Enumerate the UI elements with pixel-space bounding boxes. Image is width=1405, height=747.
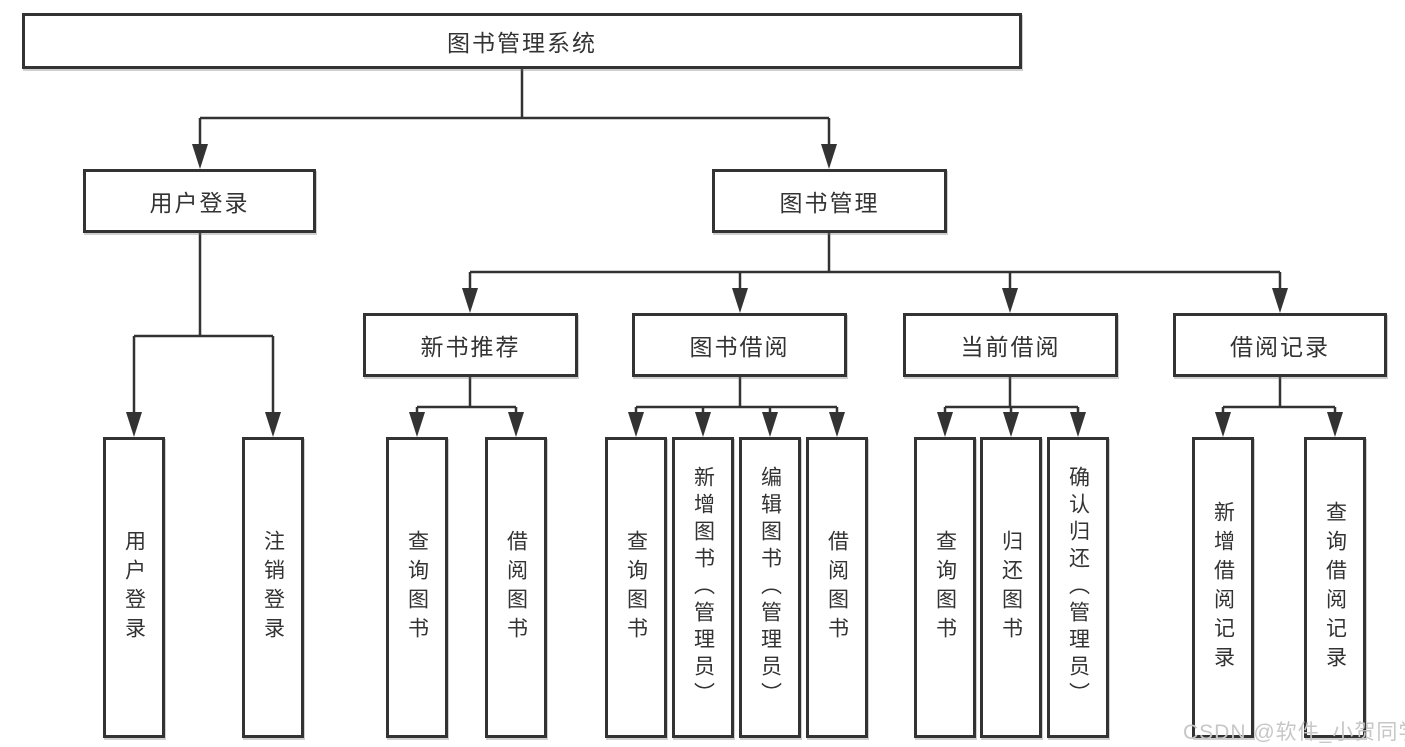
leaf-query-borrow-record: 查询借阅记录: [1304, 437, 1366, 738]
leaf-add-books-admin: 新增图书（管理员）: [672, 437, 734, 738]
leaf-logout: 注销登录: [242, 437, 304, 738]
leaf-add-borrow-record: 新增借阅记录: [1192, 437, 1254, 738]
leaf-query-books-current: 查询图书: [914, 437, 976, 738]
leaf-user-login: 用户登录: [103, 437, 165, 738]
leaf-return-books: 归还图书: [980, 437, 1042, 738]
leaf-query-books-borrowing: 查询图书: [605, 437, 667, 738]
node-root-system: 图书管理系统: [22, 13, 1022, 69]
leaf-edit-books-admin: 编辑图书（管理员）: [739, 437, 801, 738]
node-borrowing-records: 借阅记录: [1173, 313, 1387, 377]
node-new-book-recommendation: 新书推荐: [363, 313, 578, 377]
leaf-borrow-books-recommend: 借阅图书: [485, 437, 547, 738]
arrowheads: [126, 144, 1343, 437]
csdn-watermark: CSDN @软件_小贺同学: [1183, 721, 1405, 744]
node-current-borrowing: 当前借阅: [903, 313, 1118, 377]
leaf-query-books-recommend: 查询图书: [386, 437, 448, 738]
leaf-confirm-return-admin: 确认归还（管理员）: [1047, 437, 1109, 738]
leaf-borrow-books: 借阅图书: [806, 437, 868, 738]
node-book-borrowing: 图书借阅: [632, 313, 847, 377]
node-book-management: 图书管理: [712, 169, 947, 233]
node-user-login: 用户登录: [83, 169, 316, 233]
